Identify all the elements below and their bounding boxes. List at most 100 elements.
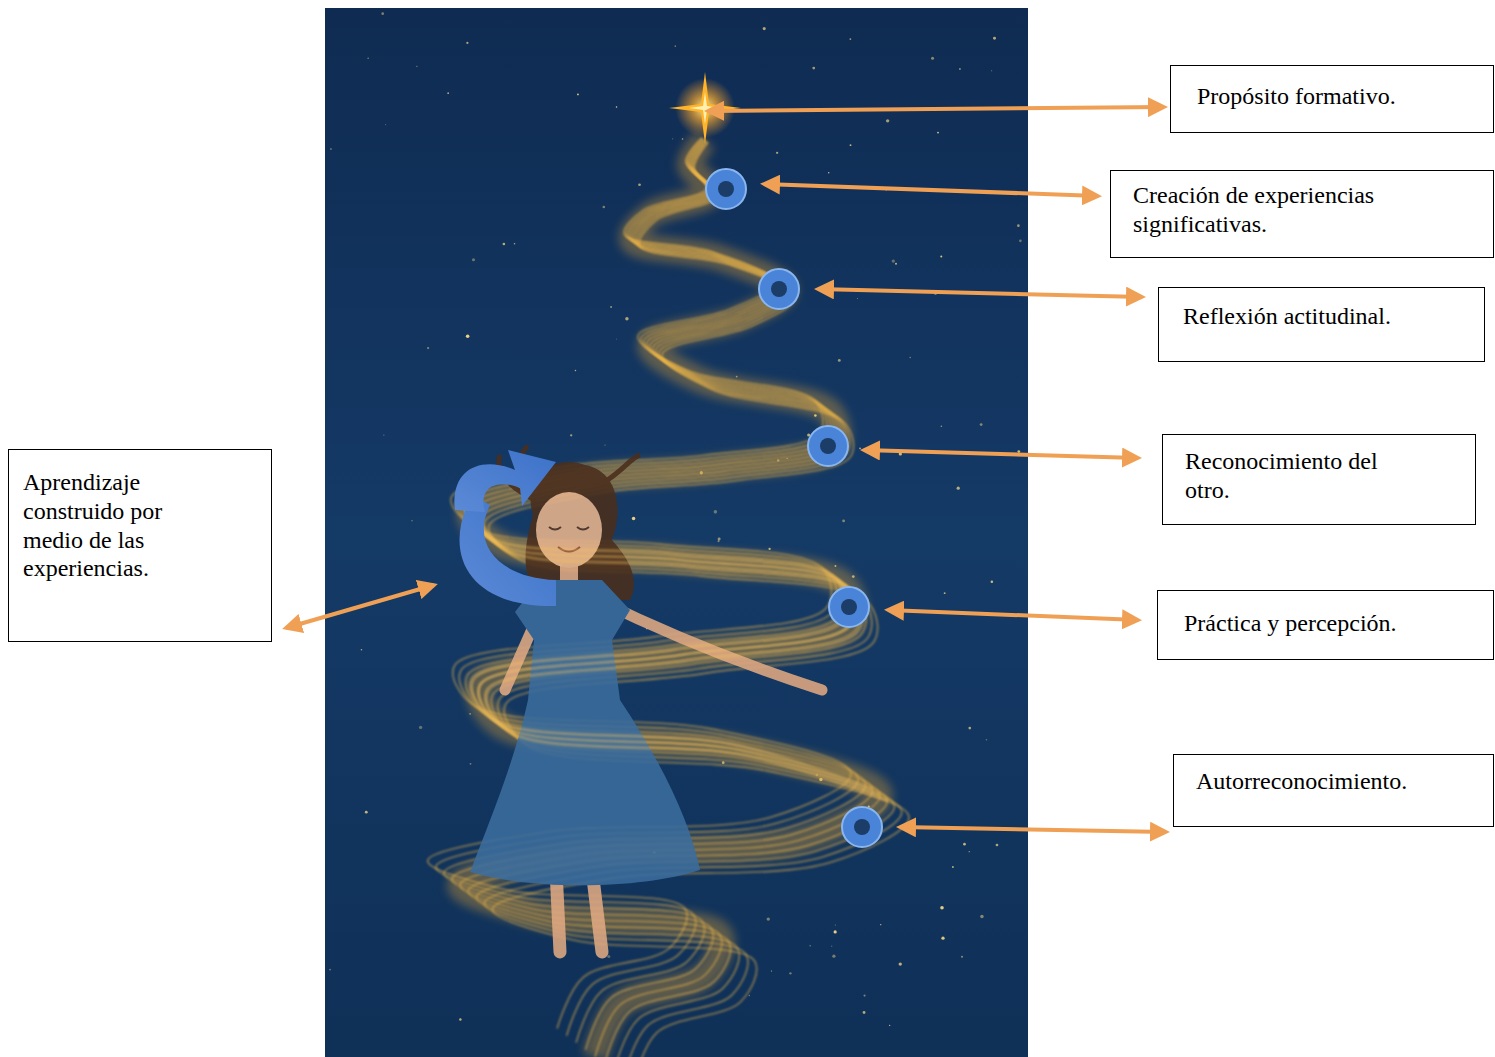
star-dot bbox=[714, 510, 718, 514]
star-dot bbox=[776, 152, 778, 154]
ring bbox=[842, 807, 882, 847]
star-dot bbox=[838, 359, 841, 362]
box-label: Creación de experiencias significativas. bbox=[1133, 181, 1441, 239]
star-dot bbox=[367, 58, 368, 59]
star-dot bbox=[675, 45, 676, 46]
girl-figure bbox=[470, 446, 822, 952]
star-dot bbox=[412, 520, 413, 521]
star-dot bbox=[859, 448, 861, 450]
star-dot bbox=[832, 955, 835, 958]
leader-arrow bbox=[286, 585, 434, 628]
star-dot bbox=[957, 487, 960, 490]
star-dot bbox=[577, 93, 579, 95]
box-label: Propósito formativo. bbox=[1197, 82, 1473, 111]
curved-arrow-head bbox=[454, 450, 556, 512]
dress bbox=[470, 580, 700, 885]
label-box: Propósito formativo. bbox=[1170, 65, 1494, 133]
star-dot bbox=[835, 924, 836, 925]
star-dot bbox=[419, 726, 422, 729]
ring bbox=[706, 169, 746, 209]
star-dot bbox=[880, 924, 881, 925]
star-dot bbox=[863, 1011, 866, 1014]
star-dot bbox=[1017, 224, 1020, 227]
star-dot bbox=[749, 995, 750, 996]
label-box: Aprendizaje construido por medio de las … bbox=[8, 449, 272, 642]
leader-arrow bbox=[900, 827, 1166, 832]
star-dot bbox=[447, 92, 449, 94]
guiding-star bbox=[669, 72, 741, 144]
leader-arrow bbox=[818, 289, 1142, 297]
star-dot bbox=[385, 124, 386, 125]
star-dot bbox=[789, 972, 791, 974]
star-dot bbox=[940, 256, 942, 258]
curved-arrow bbox=[454, 450, 556, 606]
star-dot bbox=[834, 930, 837, 933]
star-dot bbox=[980, 423, 983, 426]
star-dot bbox=[812, 67, 815, 70]
golden-ribbon bbox=[428, 138, 909, 1057]
star-dot bbox=[842, 520, 845, 523]
star-dot bbox=[944, 592, 946, 594]
star-dot bbox=[886, 119, 889, 122]
box-label: Reflexión actitudinal. bbox=[1183, 302, 1464, 331]
star-dot bbox=[638, 183, 641, 186]
star-dot bbox=[991, 70, 992, 71]
star-core bbox=[689, 92, 721, 124]
star-dot bbox=[895, 263, 897, 265]
label-box: Creación de experiencias significativas. bbox=[1110, 170, 1494, 258]
ring bbox=[759, 269, 799, 309]
box-label: Reconocimiento del otro. bbox=[1185, 447, 1408, 505]
leader-arrows bbox=[286, 107, 1166, 832]
star-dot bbox=[722, 761, 725, 764]
ring-hole bbox=[841, 599, 857, 615]
star-dot bbox=[1019, 239, 1022, 242]
star-dot bbox=[937, 132, 939, 134]
star-dot bbox=[768, 548, 770, 550]
star-dot bbox=[899, 962, 902, 965]
star-dot bbox=[330, 148, 332, 150]
star-dot bbox=[892, 259, 895, 262]
star-dot bbox=[940, 906, 944, 910]
star-dot bbox=[969, 851, 970, 852]
ring-hole bbox=[718, 181, 734, 197]
star-dot bbox=[959, 68, 961, 70]
star-dot bbox=[616, 339, 617, 340]
golden-ribbon bbox=[462, 506, 888, 801]
box-label: Práctica y percepción. bbox=[1184, 609, 1473, 638]
ring-hole bbox=[820, 438, 836, 454]
star-dot bbox=[767, 917, 770, 920]
star-dot bbox=[514, 243, 516, 245]
star-dot bbox=[459, 1018, 461, 1020]
box-label: Aprendizaje construido por medio de las … bbox=[23, 468, 211, 583]
star-dot bbox=[575, 370, 577, 372]
star-dot bbox=[941, 425, 943, 427]
curved-arrow-body bbox=[460, 495, 556, 606]
star-dot bbox=[863, 994, 865, 996]
star-dot bbox=[604, 445, 605, 446]
star-dot bbox=[828, 172, 829, 173]
star-dot bbox=[381, 12, 384, 15]
star-dot bbox=[466, 42, 468, 44]
star-dot bbox=[980, 915, 983, 918]
star-dot bbox=[993, 37, 996, 40]
star-dot bbox=[427, 347, 429, 349]
label-box: Reconocimiento del otro. bbox=[1162, 434, 1476, 525]
star-dot bbox=[570, 434, 572, 436]
star-dot bbox=[889, 1025, 890, 1026]
star-dot bbox=[616, 106, 618, 108]
star-dot bbox=[857, 298, 858, 299]
star-dot bbox=[672, 138, 673, 139]
star-dot bbox=[466, 334, 470, 338]
star-dot bbox=[952, 866, 954, 868]
star-dot bbox=[603, 206, 606, 209]
star-dot bbox=[383, 434, 384, 435]
ring-hole bbox=[854, 819, 870, 835]
star-dot bbox=[469, 713, 471, 715]
ring-hole bbox=[771, 281, 787, 297]
night-sky bbox=[325, 8, 1028, 1057]
star-dot bbox=[632, 517, 635, 520]
star-dot bbox=[625, 317, 628, 320]
star-dot bbox=[416, 66, 417, 67]
star-dot bbox=[682, 138, 684, 140]
